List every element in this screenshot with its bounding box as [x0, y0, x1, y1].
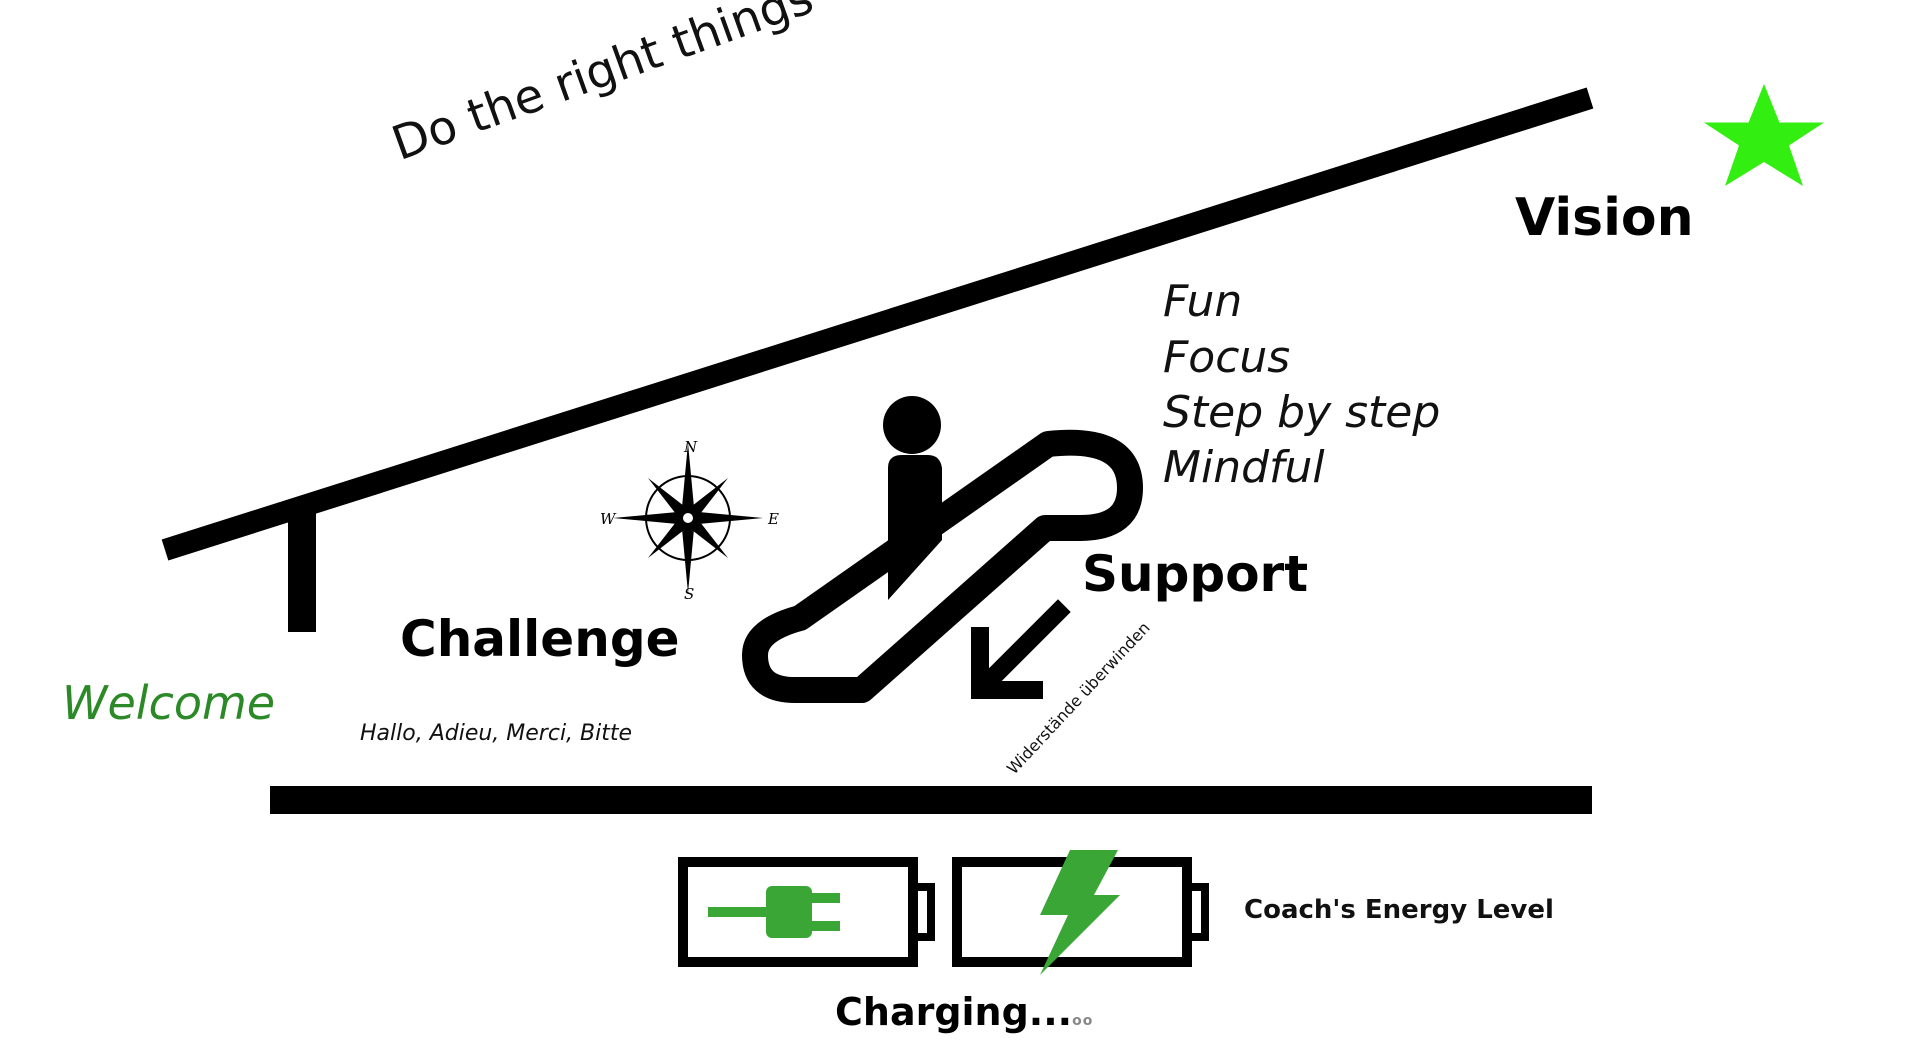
- charging-text: Charging...: [835, 990, 1073, 1034]
- wall-post: [288, 512, 316, 632]
- energy-level-label: Coach's Energy Level: [1244, 895, 1554, 925]
- compass-west-label: W: [600, 510, 616, 528]
- escalator-person-icon: [742, 396, 1143, 703]
- value-item-focus: Focus: [1163, 332, 1291, 383]
- charging-label: Charging...oo: [835, 990, 1093, 1034]
- compass-icon: [613, 443, 763, 593]
- value-item-mindful: Mindful: [1163, 442, 1325, 493]
- floor-line: [270, 786, 1592, 814]
- compass-east-label: E: [768, 510, 779, 528]
- support-label: Support: [1082, 545, 1309, 603]
- compass-south-label: S: [684, 585, 695, 603]
- roof-line: [161, 87, 1594, 561]
- charging-dots: oo: [1072, 1013, 1094, 1029]
- value-item-step-by-step: Step by step: [1163, 387, 1441, 438]
- challenge-label: Challenge: [400, 610, 680, 668]
- star-icon: [1704, 84, 1824, 186]
- greetings-text: Hallo, Adieu, Merci, Bitte: [360, 721, 633, 746]
- vision-label: Vision: [1515, 188, 1694, 248]
- battery-plug-icon: [678, 857, 935, 967]
- compass-north-label: N: [684, 438, 698, 456]
- down-left-arrow-icon: [971, 599, 1071, 699]
- welcome-label: Welcome: [62, 676, 276, 730]
- battery-lightning-icon: [952, 850, 1209, 975]
- value-item-fun: Fun: [1163, 276, 1243, 327]
